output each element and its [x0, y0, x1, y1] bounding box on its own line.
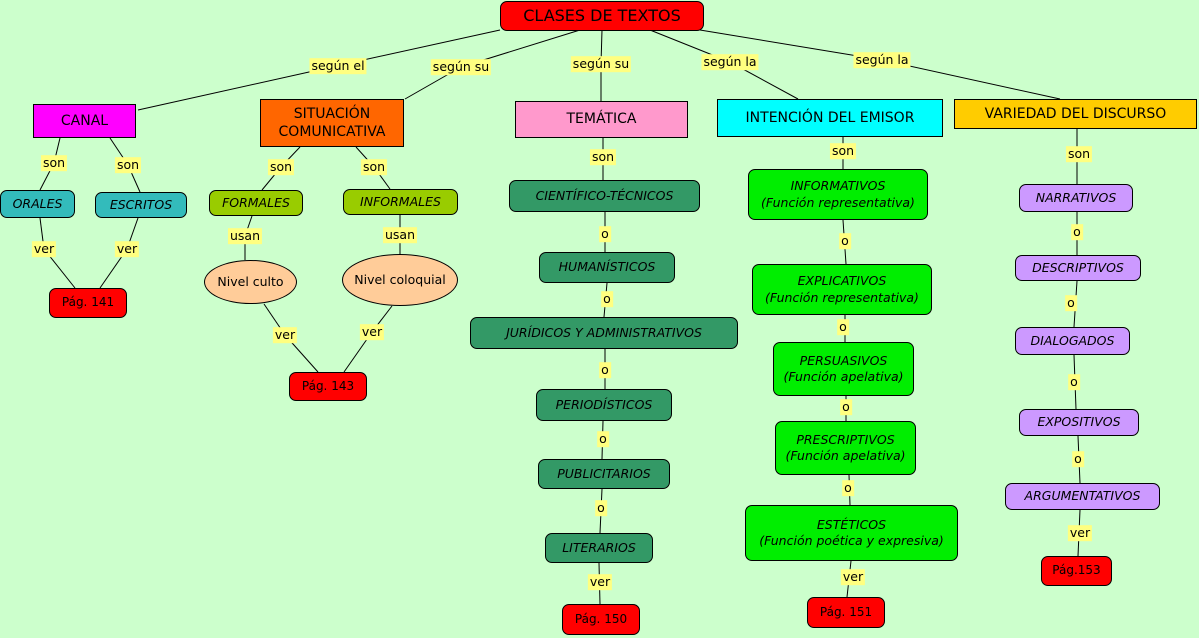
node-esteticos[interactable]: ESTÉTICOS (Función poética y expresiva): [745, 505, 958, 561]
page-ref-151[interactable]: Pág. 151: [807, 597, 885, 628]
link-label-ver: ver: [114, 241, 140, 257]
category-intencion-emisor[interactable]: INTENCIÓN DEL EMISOR: [717, 99, 943, 137]
page-ref-143[interactable]: Pág. 143: [289, 372, 367, 401]
link-label-o: o: [597, 431, 609, 447]
node-periodisticos[interactable]: PERIODÍSTICOS: [536, 389, 672, 421]
node-argumentativos[interactable]: ARGUMENTATIVOS: [1005, 483, 1160, 510]
node-humanisticos[interactable]: HUMANÍSTICOS: [539, 252, 675, 283]
link-label-o: o: [1072, 451, 1084, 467]
link-label-segun-el: según el: [309, 58, 367, 74]
link-label-son: son: [829, 143, 857, 159]
link-label-o: o: [840, 399, 852, 415]
category-tematica[interactable]: TEMÁTICA: [515, 101, 688, 138]
category-canal[interactable]: CANAL: [33, 104, 136, 138]
link-label-ver: ver: [359, 324, 385, 340]
link-label-segun-la: según la: [853, 52, 911, 68]
page-ref-150[interactable]: Pág. 150: [562, 604, 640, 635]
page-ref-141[interactable]: Pág. 141: [49, 288, 127, 318]
link-label-ver: ver: [587, 574, 613, 590]
node-expositivos[interactable]: EXPOSITIVOS: [1019, 409, 1139, 436]
node-persuasivos[interactable]: PERSUASIVOS (Función apelativa): [773, 342, 914, 396]
link-label-o: o: [1065, 295, 1077, 311]
node-publicitarios[interactable]: PUBLICITARIOS: [538, 459, 670, 489]
category-variedad-discurso[interactable]: VARIEDAD DEL DISCURSO: [954, 99, 1197, 129]
node-formales[interactable]: FORMALES: [209, 190, 303, 216]
link-label-ver: ver: [272, 327, 298, 343]
link-label-usan: usan: [382, 227, 418, 243]
node-dialogados[interactable]: DIALOGADOS: [1015, 327, 1130, 355]
node-orales[interactable]: ORALES: [0, 190, 75, 218]
link-label-o: o: [601, 291, 613, 307]
node-cientifico-tecnicos[interactable]: CIENTÍFICO-TÉCNICOS: [509, 180, 700, 212]
link-label-son: son: [360, 159, 388, 175]
link-label-son: son: [267, 159, 295, 175]
node-nivel-culto[interactable]: Nivel culto: [204, 260, 297, 304]
node-descriptivos[interactable]: DESCRIPTIVOS: [1015, 255, 1141, 281]
link-label-son: son: [589, 149, 617, 165]
link-label-ver: ver: [1067, 525, 1093, 541]
link-label-son: son: [40, 155, 68, 171]
link-label-o: o: [1068, 374, 1080, 390]
link-label-o: o: [837, 319, 849, 335]
link-label-o: o: [839, 233, 851, 249]
node-literarios[interactable]: LITERARIOS: [545, 533, 653, 563]
link-label-o: o: [1071, 224, 1083, 240]
node-informativos[interactable]: INFORMATIVOS (Función representativa): [748, 169, 928, 220]
link-label-o: o: [595, 500, 607, 516]
link-label-son: son: [114, 157, 142, 173]
category-situacion-comunicativa[interactable]: SITUACIÓN COMUNICATIVA: [260, 99, 404, 147]
link-label-usan: usan: [227, 228, 263, 244]
link-label-o: o: [599, 226, 611, 242]
root-node[interactable]: CLASES DE TEXTOS: [500, 1, 704, 31]
link-label-segun-su: según su: [570, 56, 632, 72]
node-informales[interactable]: INFORMALES: [343, 189, 458, 215]
node-prescriptivos[interactable]: PRESCRIPTIVOS (Función apelativa): [775, 421, 916, 475]
link-label-segun-la: según la: [701, 54, 759, 70]
link-label-ver: ver: [31, 241, 57, 257]
link-label-son: son: [1065, 146, 1093, 162]
node-explicativos[interactable]: EXPLICATIVOS (Función representativa): [752, 264, 932, 315]
link-label-o: o: [599, 362, 611, 378]
link-label-ver: ver: [840, 569, 866, 585]
node-narrativos[interactable]: NARRATIVOS: [1019, 184, 1133, 212]
node-juridicos-administrativos[interactable]: JURÍDICOS Y ADMINISTRATIVOS: [470, 317, 738, 349]
page-ref-153[interactable]: Pág.153: [1041, 556, 1112, 586]
link-label-segun-su: según su: [430, 59, 492, 75]
node-nivel-coloquial[interactable]: Nivel coloquial: [342, 254, 458, 306]
node-escritos[interactable]: ESCRITOS: [95, 192, 187, 218]
link-label-o: o: [842, 480, 854, 496]
